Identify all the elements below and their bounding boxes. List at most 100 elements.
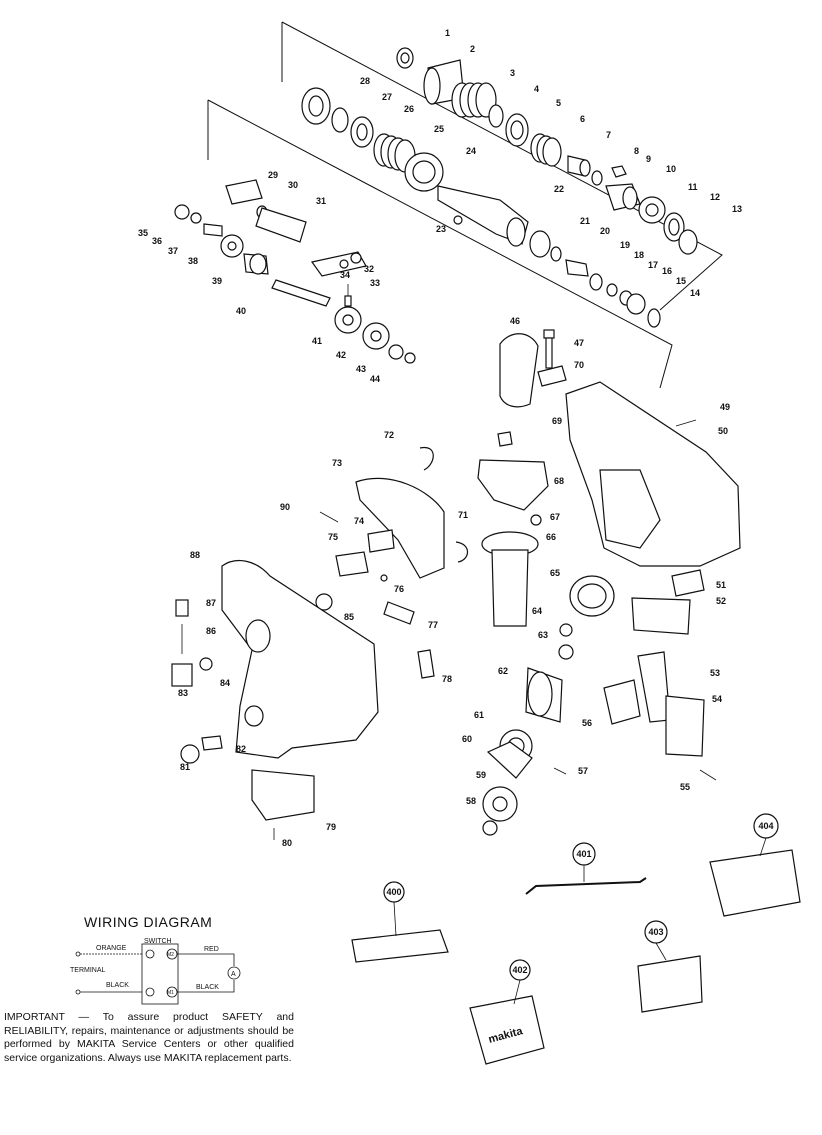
part-37 bbox=[203, 223, 223, 237]
part-38 bbox=[220, 234, 244, 258]
part-number-18: 18 bbox=[634, 250, 644, 260]
part-71 bbox=[455, 541, 469, 563]
part-number-51: 51 bbox=[716, 580, 726, 590]
part-number-59: 59 bbox=[476, 770, 486, 780]
part-number-84: 84 bbox=[220, 678, 230, 688]
wiring-diagram-title: WIRING DIAGRAM bbox=[84, 914, 213, 930]
part-number-37: 37 bbox=[168, 246, 178, 256]
part-66 bbox=[481, 531, 539, 627]
accessory-400 bbox=[351, 929, 449, 963]
part-85 bbox=[315, 593, 333, 611]
part-68 bbox=[477, 459, 549, 511]
part-87 bbox=[175, 599, 189, 617]
part-57 bbox=[553, 767, 567, 775]
wiring-red-label: RED bbox=[204, 946, 219, 953]
part-number-32: 32 bbox=[364, 264, 374, 274]
part-number-61: 61 bbox=[474, 710, 484, 720]
part-18 bbox=[589, 273, 603, 291]
part-number-9: 9 bbox=[646, 154, 651, 164]
label-circle-404 bbox=[753, 813, 779, 857]
part-number-41: 41 bbox=[312, 336, 322, 346]
part-number-72: 72 bbox=[384, 430, 394, 440]
part-26 bbox=[350, 116, 374, 148]
label-circle-401 bbox=[572, 842, 596, 882]
part-63 bbox=[558, 644, 574, 660]
part-number-26: 26 bbox=[404, 104, 414, 114]
part-number-65: 65 bbox=[550, 568, 560, 578]
part-20 bbox=[550, 246, 562, 262]
part-number-47: 47 bbox=[574, 338, 584, 348]
part-number-81: 81 bbox=[180, 762, 190, 772]
accessory-404 bbox=[709, 849, 801, 917]
part-35 bbox=[174, 204, 190, 220]
part-number-38: 38 bbox=[188, 256, 198, 266]
accessory-number-403: 403 bbox=[648, 927, 663, 937]
part-76 bbox=[380, 574, 388, 582]
part-number-24: 24 bbox=[466, 146, 476, 156]
part-40 bbox=[271, 279, 331, 307]
part-number-4: 4 bbox=[534, 84, 539, 94]
part-9 bbox=[611, 165, 627, 178]
part-number-64: 64 bbox=[532, 606, 542, 616]
part-number-68: 68 bbox=[554, 476, 564, 486]
label-circle-400 bbox=[383, 881, 405, 937]
important-notice: IMPORTANT — To assure product SAFETY and… bbox=[4, 1011, 294, 1064]
part-number-39: 39 bbox=[212, 276, 222, 286]
part-90 bbox=[319, 511, 339, 523]
part-13 bbox=[678, 229, 698, 255]
part-number-46: 46 bbox=[510, 316, 520, 326]
part-69 bbox=[497, 431, 513, 447]
part-number-79: 79 bbox=[326, 822, 336, 832]
accessory-number-401: 401 bbox=[576, 849, 591, 859]
part-number-54: 54 bbox=[712, 694, 722, 704]
part-number-15: 15 bbox=[676, 276, 686, 286]
part-number-63: 63 bbox=[538, 630, 548, 640]
part-10 bbox=[605, 183, 641, 211]
part-number-53: 53 bbox=[710, 668, 720, 678]
part-number-33: 33 bbox=[370, 278, 380, 288]
part-number-40: 40 bbox=[236, 306, 246, 316]
accessory-number-404: 404 bbox=[758, 821, 773, 831]
part-34 bbox=[344, 284, 352, 307]
middle-frame bbox=[207, 99, 673, 389]
part-52 bbox=[631, 597, 691, 635]
part-number-80: 80 bbox=[282, 838, 292, 848]
part-74 bbox=[367, 529, 395, 553]
part-11 bbox=[638, 196, 666, 224]
part-number-23: 23 bbox=[436, 224, 446, 234]
part-23 bbox=[453, 215, 463, 225]
part-number-36: 36 bbox=[152, 236, 162, 246]
label-circle-403 bbox=[644, 920, 668, 961]
part-number-31: 31 bbox=[316, 196, 326, 206]
label-circle-402 bbox=[509, 959, 531, 1005]
part-number-29: 29 bbox=[268, 170, 278, 180]
part-19 bbox=[565, 259, 589, 277]
accessory-402: makita bbox=[469, 995, 545, 1065]
part-44 bbox=[404, 352, 416, 364]
part-number-76: 76 bbox=[394, 584, 404, 594]
part-number-7: 7 bbox=[606, 130, 611, 140]
accessory-number-402: 402 bbox=[512, 965, 527, 975]
part-number-86: 86 bbox=[206, 626, 216, 636]
wiring-switch-label: SWITCH bbox=[144, 938, 172, 945]
part-number-19: 19 bbox=[620, 240, 630, 250]
part-28 bbox=[301, 87, 331, 125]
part-number-12: 12 bbox=[710, 192, 720, 202]
part-number-10: 10 bbox=[666, 164, 676, 174]
part-75 bbox=[335, 551, 369, 577]
part-53 bbox=[637, 651, 671, 723]
part-84 bbox=[199, 657, 213, 671]
part-number-55: 55 bbox=[680, 782, 690, 792]
part-number-5: 5 bbox=[556, 98, 561, 108]
part-number-44: 44 bbox=[370, 374, 380, 384]
part-number-57: 57 bbox=[578, 766, 588, 776]
part-88 bbox=[221, 559, 379, 759]
wiring-a-label: A bbox=[231, 971, 236, 978]
part-64 bbox=[559, 623, 573, 637]
part-number-27: 27 bbox=[382, 92, 392, 102]
part-number-43: 43 bbox=[356, 364, 366, 374]
part-31 bbox=[255, 207, 307, 243]
part-8 bbox=[591, 170, 603, 186]
part-41 bbox=[334, 306, 362, 334]
